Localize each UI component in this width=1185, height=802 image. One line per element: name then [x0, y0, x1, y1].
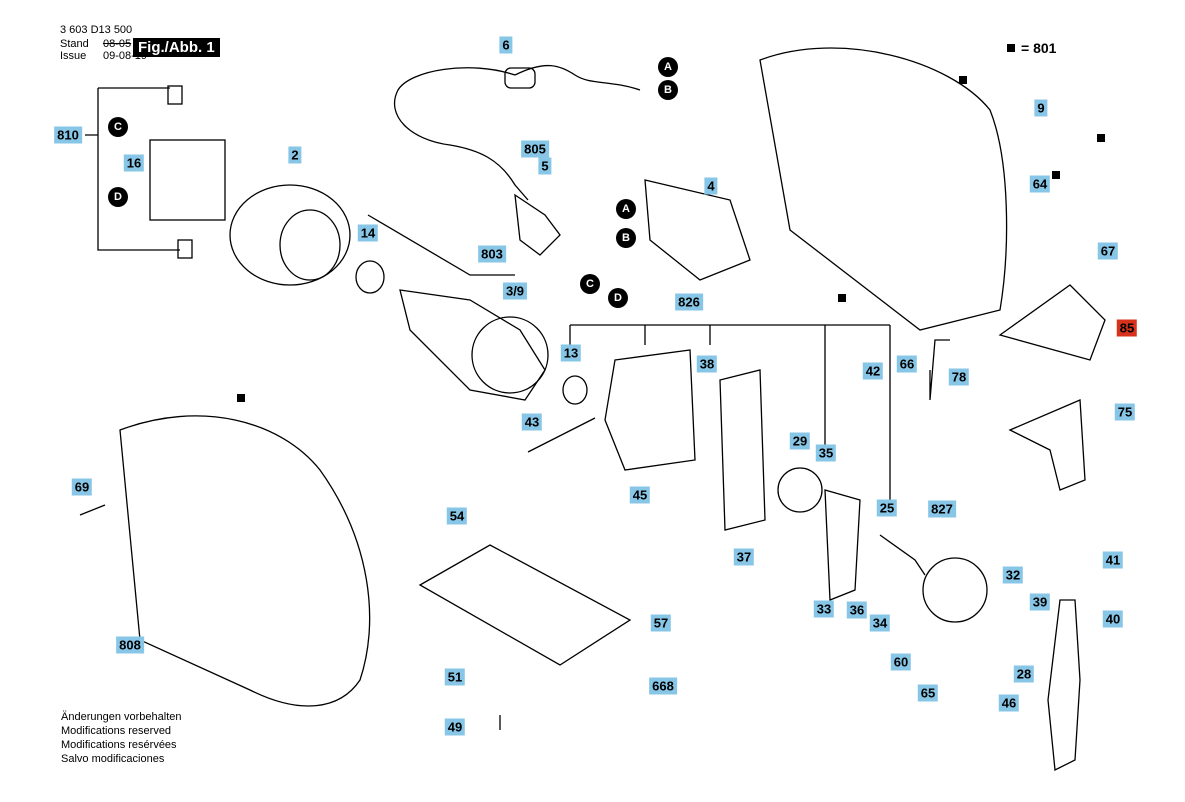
part-38-label: 38	[696, 355, 718, 373]
issue-label: Issue	[60, 50, 87, 62]
plunger	[1047, 599, 1081, 772]
part-32-label: 32	[1002, 566, 1024, 584]
hex-key-78	[929, 339, 950, 401]
doc-number: 3 603 D13 500	[60, 24, 133, 36]
screw-69	[79, 504, 106, 516]
washer-29	[777, 467, 823, 513]
base-plate	[418, 544, 632, 666]
connector-c-label: C	[580, 274, 600, 294]
part-69-label: 69	[71, 478, 93, 496]
connector-d-label: D	[108, 187, 128, 207]
part-25-label: 25	[876, 499, 898, 517]
part-13-label: 13	[560, 344, 582, 362]
carbon-brush-bottom	[177, 239, 193, 259]
part-16-label: 16	[123, 154, 145, 172]
chip-deflector	[1008, 399, 1086, 491]
legend-square-icon	[1007, 44, 1015, 52]
gear-housing	[604, 349, 696, 471]
part-60-label: 60	[890, 653, 912, 671]
ball-bearing-14	[355, 260, 385, 294]
part-3-9-label: 3/9	[502, 282, 528, 300]
part-57-label: 57	[650, 614, 672, 632]
connector-c-label: C	[108, 117, 128, 137]
connector-a-label: A	[616, 199, 636, 219]
stand-label: Stand	[60, 38, 89, 50]
part-51-label: 51	[444, 668, 466, 686]
part-67-label: 67	[1097, 242, 1119, 260]
part-28-label: 28	[1013, 665, 1035, 683]
legend: = 801	[1007, 40, 1056, 56]
note-de: Änderungen vorbehalten	[61, 711, 182, 723]
stand-value: 08-05	[103, 38, 132, 50]
plug	[514, 193, 561, 256]
housing-shell-left	[119, 415, 371, 707]
part-41-label: 41	[1102, 551, 1124, 569]
gear-827	[922, 557, 988, 623]
notes: Änderungen vorbehalten Modifications res…	[61, 710, 181, 766]
part-826-label: 826	[675, 293, 703, 311]
part-85-label: 85	[1116, 319, 1138, 337]
connector-b-label: B	[616, 228, 636, 248]
ball-bearing-13	[562, 375, 588, 405]
note-fr: Modifications resérvées	[61, 739, 177, 751]
guard	[998, 284, 1106, 361]
part-827-label: 827	[928, 500, 956, 518]
part-49-label: 49	[444, 718, 466, 736]
part-808-label: 808	[116, 636, 144, 654]
part-35-label: 35	[815, 444, 837, 462]
marker-square	[1097, 134, 1105, 142]
part-37-label: 37	[733, 548, 755, 566]
part-803-label: 803	[478, 245, 506, 263]
part-39-label: 39	[1029, 593, 1051, 611]
part-46-label: 46	[998, 694, 1020, 712]
switch	[644, 179, 751, 281]
note-en: Modifications reserved	[61, 725, 172, 737]
part-42-label: 42	[862, 362, 884, 380]
part-34-label: 34	[869, 614, 891, 632]
armature-fan	[471, 316, 549, 394]
marker-square	[959, 76, 967, 84]
part-14-label: 14	[357, 224, 379, 242]
part-33-label: 33	[813, 600, 835, 618]
pin-43	[527, 417, 596, 453]
marker-square	[1052, 171, 1060, 179]
part-2-label: 2	[288, 146, 302, 164]
marker-square	[838, 294, 846, 302]
connector-a-label: A	[658, 57, 678, 77]
part-45-label: 45	[629, 486, 651, 504]
power-cable	[393, 67, 529, 201]
brush-holder	[149, 139, 226, 221]
connector-d-label: D	[608, 288, 628, 308]
part-9-label: 9	[1034, 99, 1048, 117]
part-36-label: 36	[846, 601, 868, 619]
part-6-label: 6	[499, 36, 513, 54]
cable-sleeve	[504, 67, 536, 89]
part-805-label: 805	[521, 140, 549, 158]
part-65-label: 65	[917, 684, 939, 702]
housing-shell-right	[759, 47, 1008, 331]
carbon-brush-top	[167, 85, 183, 105]
part-4-label: 4	[704, 177, 718, 195]
part-64-label: 64	[1029, 175, 1051, 193]
part-75-label: 75	[1114, 403, 1136, 421]
armature	[399, 289, 546, 401]
part-29-label: 29	[789, 432, 811, 450]
lever-33	[824, 489, 861, 601]
legend-label: = 801	[1021, 40, 1057, 56]
part-66-label: 66	[896, 355, 918, 373]
part-668-label: 668	[649, 677, 677, 695]
stator	[229, 184, 351, 286]
part-78-label: 78	[948, 368, 970, 386]
part-810-label: 810	[54, 126, 82, 144]
figure-label: Fig./Abb. 1	[133, 38, 220, 57]
marker-square	[237, 394, 245, 402]
plate-37	[719, 369, 766, 531]
connector-b-label: B	[658, 80, 678, 100]
part-54-label: 54	[446, 507, 468, 525]
note-es: Salvo modificaciones	[61, 753, 165, 765]
part-5-label: 5	[538, 157, 552, 175]
part-40-label: 40	[1102, 610, 1124, 628]
part-43-label: 43	[521, 413, 543, 431]
